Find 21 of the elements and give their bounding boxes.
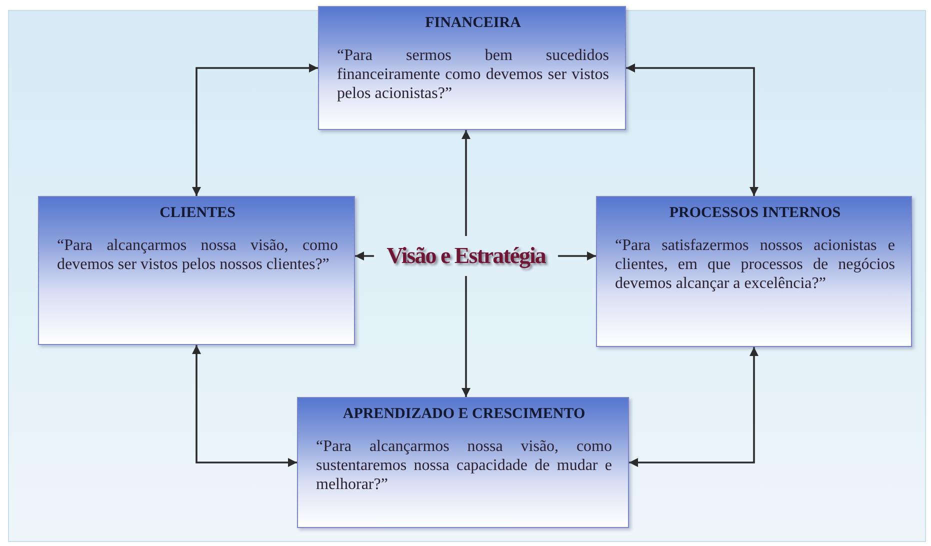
arrow xyxy=(462,276,470,397)
guiding-question: “Para alcançarmos nossa visão, como sustentaremos nossa capacidade de mudar e melhorar?” xyxy=(316,437,612,494)
perspective-box xyxy=(596,196,912,347)
perspective-title: FINANCEIRA xyxy=(424,15,522,32)
guiding-question: “Para alcançarmos nossa visão, como devemos ser vistos pelos nossos clientes?” xyxy=(57,236,338,274)
perspective-box xyxy=(318,6,626,130)
arrow xyxy=(192,64,318,196)
perspective-title: CLIENTES xyxy=(158,205,236,222)
arrow xyxy=(626,64,758,196)
perspective-box xyxy=(38,196,355,345)
arrow xyxy=(462,130,470,236)
guiding-question: “Para satisfazermos nossos acionistas e clientes, em que processos de negócios devemos alcançar a excelência?” xyxy=(615,236,895,293)
guiding-question: “Para sermos bem sucedidos financeiramente como devemos ser vistos pelos acionistas?” xyxy=(337,46,609,103)
central-title: Visão e Estratégia xyxy=(374,236,558,276)
arrow xyxy=(355,252,374,260)
arrow xyxy=(558,252,596,260)
perspective-title: APRENDIZADO E CRESCIMENTO xyxy=(342,406,586,423)
perspective-box xyxy=(297,397,629,528)
arrow xyxy=(192,345,297,467)
arrow xyxy=(629,347,758,467)
perspective-title: PROCESSOS INTERNOS xyxy=(668,205,842,222)
